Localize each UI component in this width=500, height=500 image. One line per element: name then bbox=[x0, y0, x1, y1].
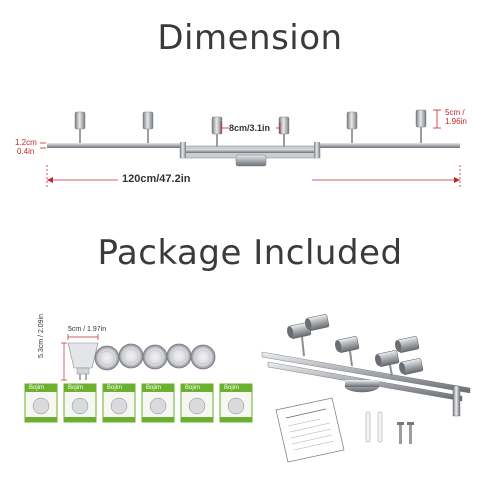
spotlight-head bbox=[74, 111, 86, 143]
fixture-head bbox=[305, 314, 330, 331]
box-brand-label: Bojim bbox=[224, 385, 240, 391]
box-brand-label: Bojim bbox=[185, 385, 201, 391]
bulb-height-label: 5.3cm / 2.09in bbox=[38, 314, 45, 358]
center-gap-label: 8cm/3.1in bbox=[229, 123, 271, 133]
screws bbox=[397, 422, 414, 444]
led-bulb bbox=[94, 345, 120, 371]
spotlight-head bbox=[278, 116, 290, 147]
fixture-head bbox=[399, 358, 424, 375]
bulb-width-label: 5cm / 1.97in bbox=[68, 326, 107, 333]
arm-thickness-in-label: 0.4in bbox=[17, 147, 35, 156]
led-bulb bbox=[166, 343, 192, 369]
fixture-head bbox=[335, 336, 360, 353]
bulb-box bbox=[102, 383, 136, 423]
instruction-manual bbox=[275, 397, 345, 463]
fixture-in-package bbox=[261, 314, 471, 417]
fixture-head bbox=[375, 350, 400, 367]
led-bulb bbox=[190, 344, 216, 370]
box-brand-label: Bojim bbox=[29, 385, 45, 391]
led-bulb bbox=[118, 343, 144, 369]
box-brand-label: Bojim bbox=[107, 385, 123, 391]
fixture-head bbox=[395, 336, 420, 353]
head-height-cm-label: 5cm / bbox=[445, 108, 465, 117]
spotlight-head bbox=[346, 111, 358, 143]
bulb-box bbox=[24, 383, 58, 423]
light-bar bbox=[47, 142, 460, 167]
spotlight-head bbox=[142, 111, 154, 143]
head-height-in-label: 1.96in bbox=[445, 117, 467, 126]
spotlight-head bbox=[211, 116, 223, 147]
package-title: Package Included bbox=[97, 233, 403, 273]
box-brand-label: Bojim bbox=[68, 385, 84, 391]
bulb-side-view bbox=[67, 342, 99, 380]
led-bulbs bbox=[94, 343, 216, 371]
fixture-head bbox=[287, 322, 312, 339]
spotlight-heads bbox=[74, 109, 427, 147]
bulb-box bbox=[63, 383, 97, 423]
led-bulb bbox=[142, 344, 168, 370]
bulb-box bbox=[180, 383, 214, 423]
spotlight-head bbox=[415, 109, 427, 143]
dimension-lines bbox=[40, 109, 461, 188]
bulb-box bbox=[219, 383, 253, 423]
dimension-title: Dimension bbox=[157, 18, 343, 58]
box-brand-label: Bojim bbox=[146, 385, 162, 391]
total-length-label: 120cm/47.2in bbox=[122, 173, 191, 185]
arm-thickness-cm-label: 1.2cm bbox=[15, 138, 37, 147]
bulb-dimension-lines bbox=[61, 334, 99, 381]
bulb-box bbox=[141, 383, 175, 423]
bulb-boxes bbox=[24, 383, 253, 423]
wall-anchors bbox=[365, 411, 383, 443]
